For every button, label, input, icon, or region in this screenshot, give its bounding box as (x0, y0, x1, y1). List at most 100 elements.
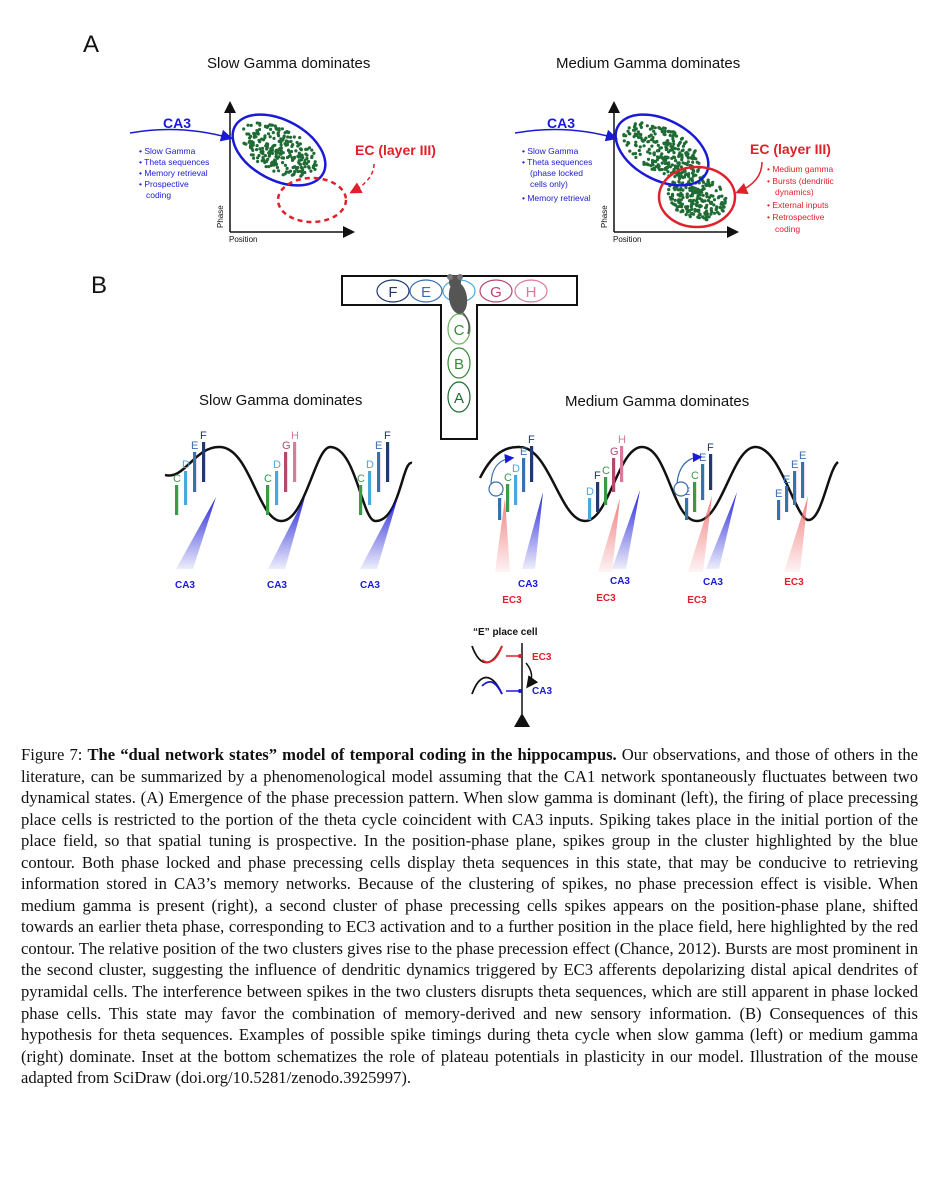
maze-slot (409, 279, 443, 303)
spike-bar (266, 485, 270, 515)
cluster-dot (667, 188, 671, 192)
cluster-dot (693, 207, 697, 212)
spike-bar (293, 442, 297, 482)
cluster-dot (305, 153, 309, 157)
cluster-dot (723, 201, 727, 205)
bullet: (phase locked (530, 168, 583, 178)
cluster-dot (663, 161, 667, 166)
ec3-arrow-dashed (349, 163, 375, 194)
cluster-dot (277, 169, 281, 173)
cluster-dot (246, 123, 250, 127)
cluster-dot (674, 159, 678, 163)
ec-bullets: • Medium gamma • Bursts (dendritic dynam… (767, 164, 834, 234)
caption-body: Our observations, and those of others in… (21, 745, 919, 1088)
cluster-dot (666, 139, 670, 143)
cluster-dot (680, 193, 684, 197)
bullet: coding (146, 190, 171, 200)
input-labels: CA3 CA3 CA3 CA3 EC3 CA3 EC3 CA3 EC3 EC3 (175, 576, 804, 606)
cluster-dot (673, 174, 677, 179)
cluster-dot (286, 130, 290, 135)
cluster-dot (250, 140, 254, 144)
spike-bar (284, 452, 288, 492)
ca3-label: CA3 (610, 576, 630, 587)
cluster-slow-gamma (242, 121, 318, 178)
cluster-dot (681, 161, 685, 165)
cluster-dot (679, 171, 683, 176)
cluster-dot (660, 130, 664, 134)
cluster-dot (681, 209, 685, 213)
cluster-dot (661, 126, 666, 130)
t-maze: F E D G H C B A (341, 274, 578, 440)
cluster-dot (649, 164, 653, 168)
cluster-dot (712, 198, 717, 202)
cluster-dot (290, 156, 294, 160)
cluster-dot (245, 132, 249, 136)
ec-label: EC (layer III) (355, 142, 436, 158)
cluster-dot (671, 137, 675, 141)
cluster-dot (295, 140, 299, 145)
spike-bar (275, 471, 279, 505)
cluster-dot (656, 149, 660, 153)
cluster-dot (667, 150, 671, 154)
maze-letter: B (454, 356, 464, 373)
spike-label: E (520, 446, 527, 458)
cluster-dot (667, 162, 671, 166)
cluster-dot (701, 184, 705, 188)
cluster-dot (634, 140, 638, 144)
ca3-label: CA3 (175, 580, 195, 591)
maze-slot (447, 347, 471, 379)
spike-bar (604, 477, 608, 505)
cluster-dot (278, 151, 282, 156)
cluster-dot (696, 208, 700, 212)
cluster-dot (720, 201, 724, 205)
cluster-dot (698, 197, 702, 201)
cluster-dot (633, 122, 638, 126)
spike-label: C (173, 473, 181, 485)
inset-arrow (525, 662, 539, 689)
spike-bar (588, 498, 592, 520)
cluster-dot (299, 147, 303, 151)
axis-y-label: Phase (216, 205, 225, 228)
burst-arrow (490, 453, 515, 485)
cluster-dot (642, 162, 646, 166)
panel-a-right: Medium Gamma dominates Phase Position CA… (514, 55, 834, 244)
cluster-dot (678, 176, 682, 181)
inset-e-place-cell: “E” place cell EC3 CA3 (471, 627, 552, 727)
cluster-dot (709, 194, 713, 198)
cluster-dot (696, 215, 700, 219)
cluster-dot (674, 134, 679, 138)
cluster-dot (622, 139, 626, 143)
ca3-triangle (176, 497, 216, 569)
spike-label: E (375, 440, 382, 452)
cluster-dot (253, 133, 257, 137)
cluster-dot (692, 155, 696, 160)
cluster-dot (252, 156, 256, 160)
ca3-arrow (129, 128, 233, 142)
spike-label: H (291, 430, 299, 442)
spike-label: F (384, 430, 391, 442)
burst-marker (673, 481, 689, 497)
cluster-dot (309, 169, 313, 173)
cluster-dot (256, 159, 260, 164)
cluster-dot (666, 141, 670, 145)
cluster-dot (720, 208, 724, 212)
spike-bars: CDEFCDGHCDEFECDEFDFCGHECEFEEEE (173, 430, 806, 520)
cluster-dot (709, 212, 713, 216)
cluster-dot (301, 168, 305, 172)
spike-bar (777, 500, 781, 520)
cluster-dot (666, 170, 670, 174)
cluster-dot (639, 133, 643, 137)
ec3-label: EC3 (687, 595, 707, 606)
figure-caption: Figure 7: The “dual network states” mode… (21, 744, 918, 1089)
cluster-dot (707, 181, 711, 185)
cluster-dot (267, 165, 271, 169)
cluster-dot (655, 140, 659, 144)
maze-slot (514, 279, 548, 303)
cluster-dot (644, 162, 649, 166)
cluster-dot (712, 203, 716, 207)
inputs-medium (495, 490, 808, 572)
cluster-dot (677, 201, 681, 205)
bullet: coding (775, 224, 800, 234)
cluster-dot (250, 142, 254, 146)
cluster-dot (310, 148, 314, 152)
